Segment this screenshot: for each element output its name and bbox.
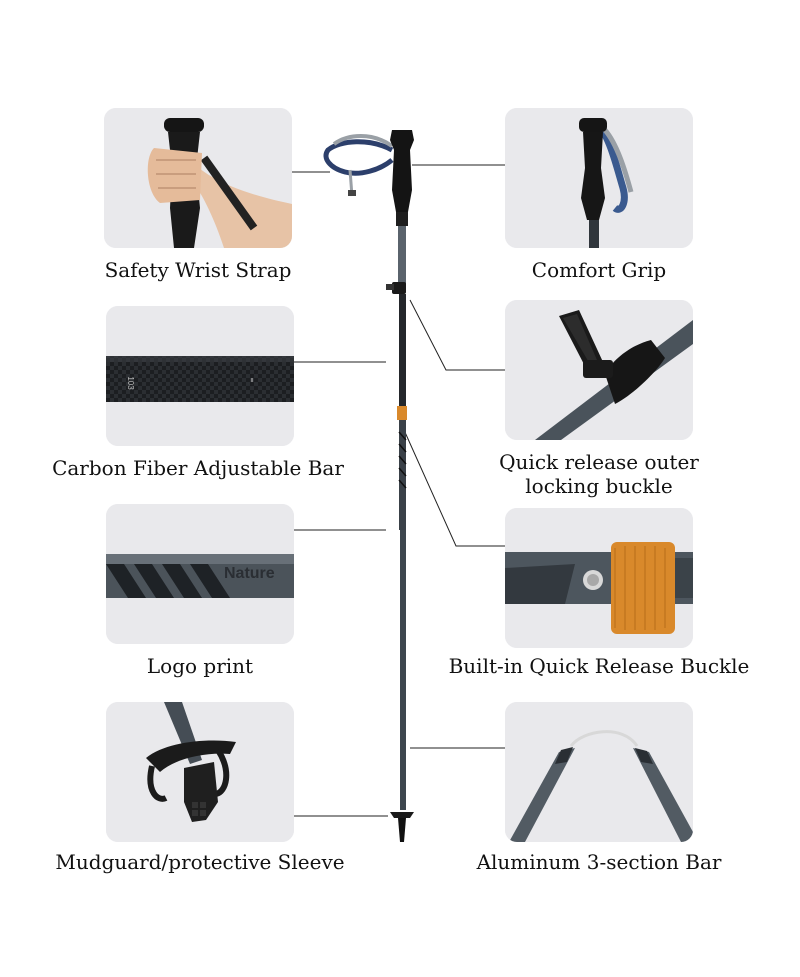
tube-marking: 103 xyxy=(126,376,135,390)
inner-buckle-label: Built-in Quick Release Buckle xyxy=(448,654,750,678)
leader-outer-buckle xyxy=(409,299,505,371)
mudguard-label: Mudguard/protective Sleeve xyxy=(55,850,345,874)
logo-text: Nature xyxy=(224,565,275,582)
carbon-bar-label: Carbon Fiber Adjustable Bar xyxy=(52,456,344,480)
wrist-strap-photo xyxy=(104,108,292,248)
wrist-strap-label: Safety Wrist Strap xyxy=(104,258,292,282)
carbon-bar-photo: 103 xyxy=(106,306,294,446)
grip-photo xyxy=(505,108,693,248)
outer-buckle-label-line1: Quick release outer xyxy=(499,450,699,474)
leader-inner-buckle xyxy=(403,429,505,547)
aluminum-bar-label: Aluminum 3-section Bar xyxy=(476,850,722,874)
outer-buckle-label: Quick release outer locking buckle xyxy=(480,450,718,498)
aluminum-bar-photo xyxy=(505,702,693,842)
grip-label: Comfort Grip xyxy=(531,258,667,282)
mudguard-photo xyxy=(106,702,294,842)
outer-buckle-label-line2: locking buckle xyxy=(525,474,673,498)
inner-buckle-photo xyxy=(505,508,693,648)
logo-label: Logo print xyxy=(146,654,254,678)
outer-buckle-photo xyxy=(505,300,693,440)
logo-photo: Nature xyxy=(106,504,294,644)
